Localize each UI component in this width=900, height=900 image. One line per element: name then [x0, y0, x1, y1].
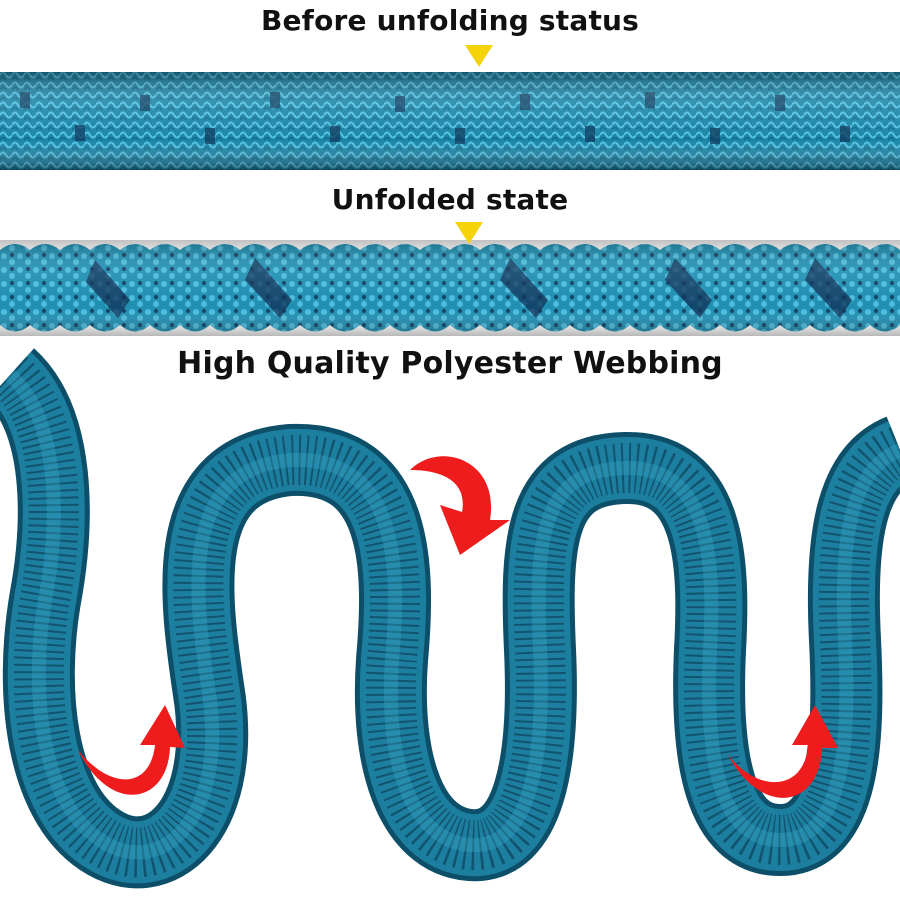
- curved-arrow-icon: [410, 456, 510, 555]
- hose-unfolded: [0, 240, 900, 336]
- curved-arrow-icon: [78, 705, 185, 795]
- caption-high-quality: High Quality Polyester Webbing: [177, 346, 723, 381]
- hose-compact: [0, 72, 900, 170]
- curved-arrows: [78, 456, 838, 798]
- down-triangle-icon: [465, 45, 493, 67]
- hose-serpentine: [0, 348, 900, 889]
- curved-arrow-icon: [728, 705, 838, 798]
- down-triangle-icon: [455, 222, 483, 244]
- caption-before-unfolding: Before unfolding status: [260, 4, 640, 37]
- caption-unfolded-state: Unfolded state: [331, 183, 569, 216]
